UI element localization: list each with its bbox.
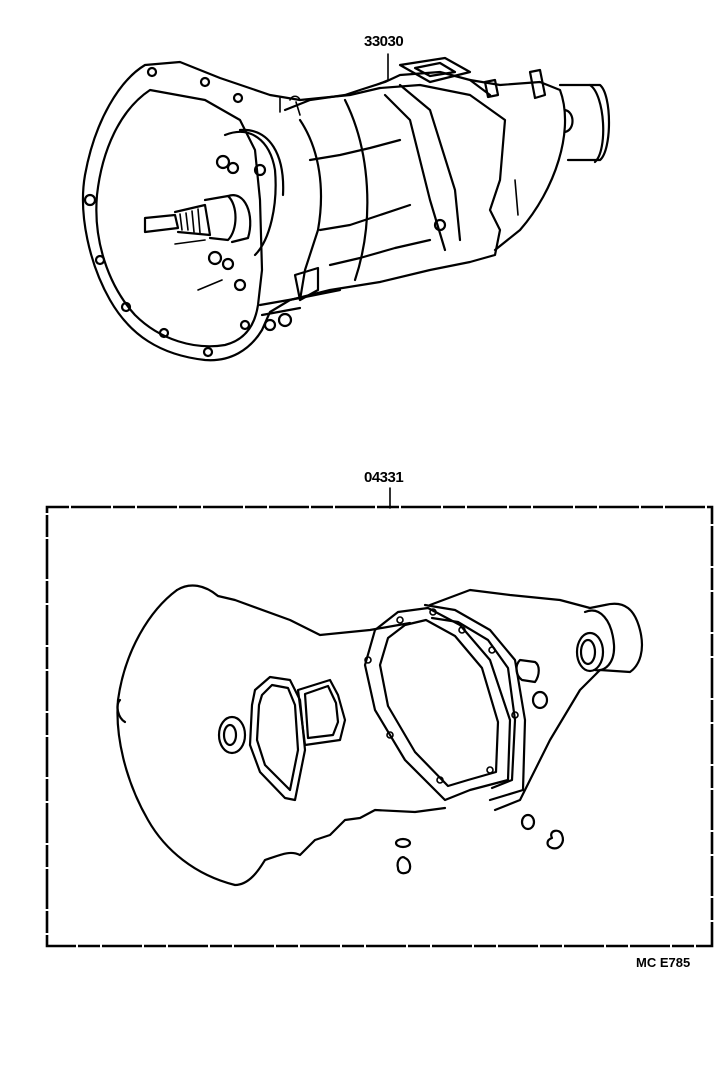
gasket-kit-drawing: [116, 584, 644, 887]
part-number-33030: 33030: [364, 33, 404, 50]
gasket-kit-boundary: [45, 505, 714, 948]
figure-reference-code: MC E785: [636, 955, 691, 970]
transmission-assembly-drawing: [81, 56, 611, 362]
leader-line-33030: [377, 53, 389, 85]
part-number-04331: 04331: [364, 469, 404, 486]
